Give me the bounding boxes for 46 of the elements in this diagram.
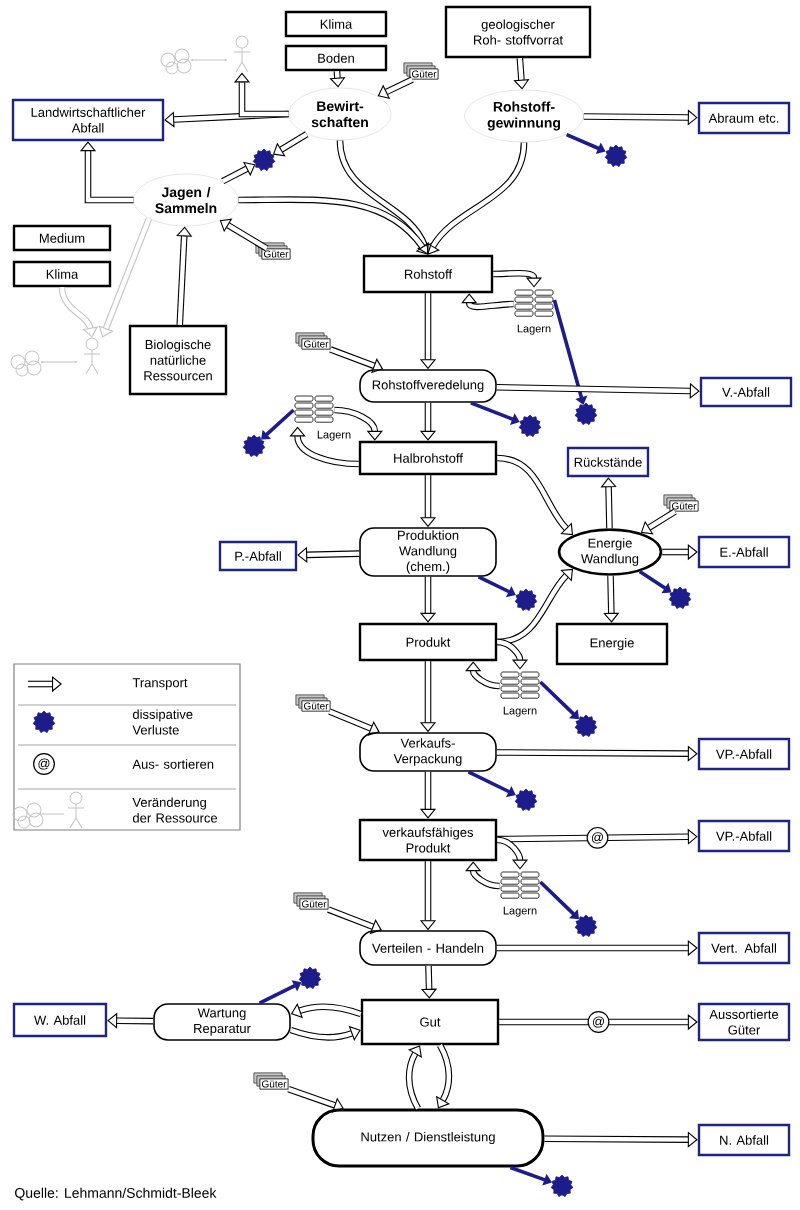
- arrow: [328, 708, 380, 736]
- arrow: [98, 217, 153, 338]
- arrow: [79, 141, 134, 204]
- loss-blob: [574, 714, 598, 737]
- arrow: [334, 406, 383, 441]
- arrow: [233, 72, 289, 118]
- loss-blob: [514, 788, 538, 811]
- arrow: [336, 140, 433, 255]
- arrow: [238, 196, 429, 255]
- arrow: [600, 477, 617, 529]
- loss-arrow: [470, 401, 520, 425]
- arrow: [58, 286, 99, 338]
- loss-blob: [550, 1174, 574, 1197]
- loss-blob: [604, 144, 628, 167]
- loss-blob: [298, 966, 322, 989]
- arrow: [164, 110, 289, 128]
- loss-blob: [514, 588, 538, 611]
- arrow: [289, 426, 359, 468]
- loss-arrow: [261, 408, 295, 440]
- arrow: [603, 575, 620, 623]
- arrow: [513, 57, 530, 90]
- arrow: [496, 638, 529, 670]
- loss-arrow: [638, 570, 672, 594]
- loss-blob: [242, 434, 266, 457]
- resource-change-drawing: [10, 337, 101, 377]
- arrow: [377, 76, 414, 100]
- loss-arrow: [552, 299, 588, 405]
- loss-blob: [252, 148, 276, 171]
- arrow: [461, 293, 514, 311]
- arrow: [329, 70, 346, 88]
- arrow: [544, 1131, 698, 1148]
- loss-blob: [574, 402, 598, 425]
- arrow: [465, 861, 500, 890]
- loss-blob: [518, 414, 542, 437]
- arrow: [496, 836, 529, 870]
- arrow: [219, 218, 269, 252]
- arrow: [497, 828, 698, 845]
- arrow: [496, 745, 698, 762]
- arrow: [221, 161, 256, 185]
- resource-change-drawing: [160, 35, 251, 75]
- loss-blob: [574, 914, 598, 937]
- arrow: [465, 661, 500, 690]
- loss-arrow: [258, 980, 302, 1005]
- arrow: [287, 1085, 344, 1113]
- loss-blob: [668, 586, 692, 609]
- arrow: [493, 270, 543, 288]
